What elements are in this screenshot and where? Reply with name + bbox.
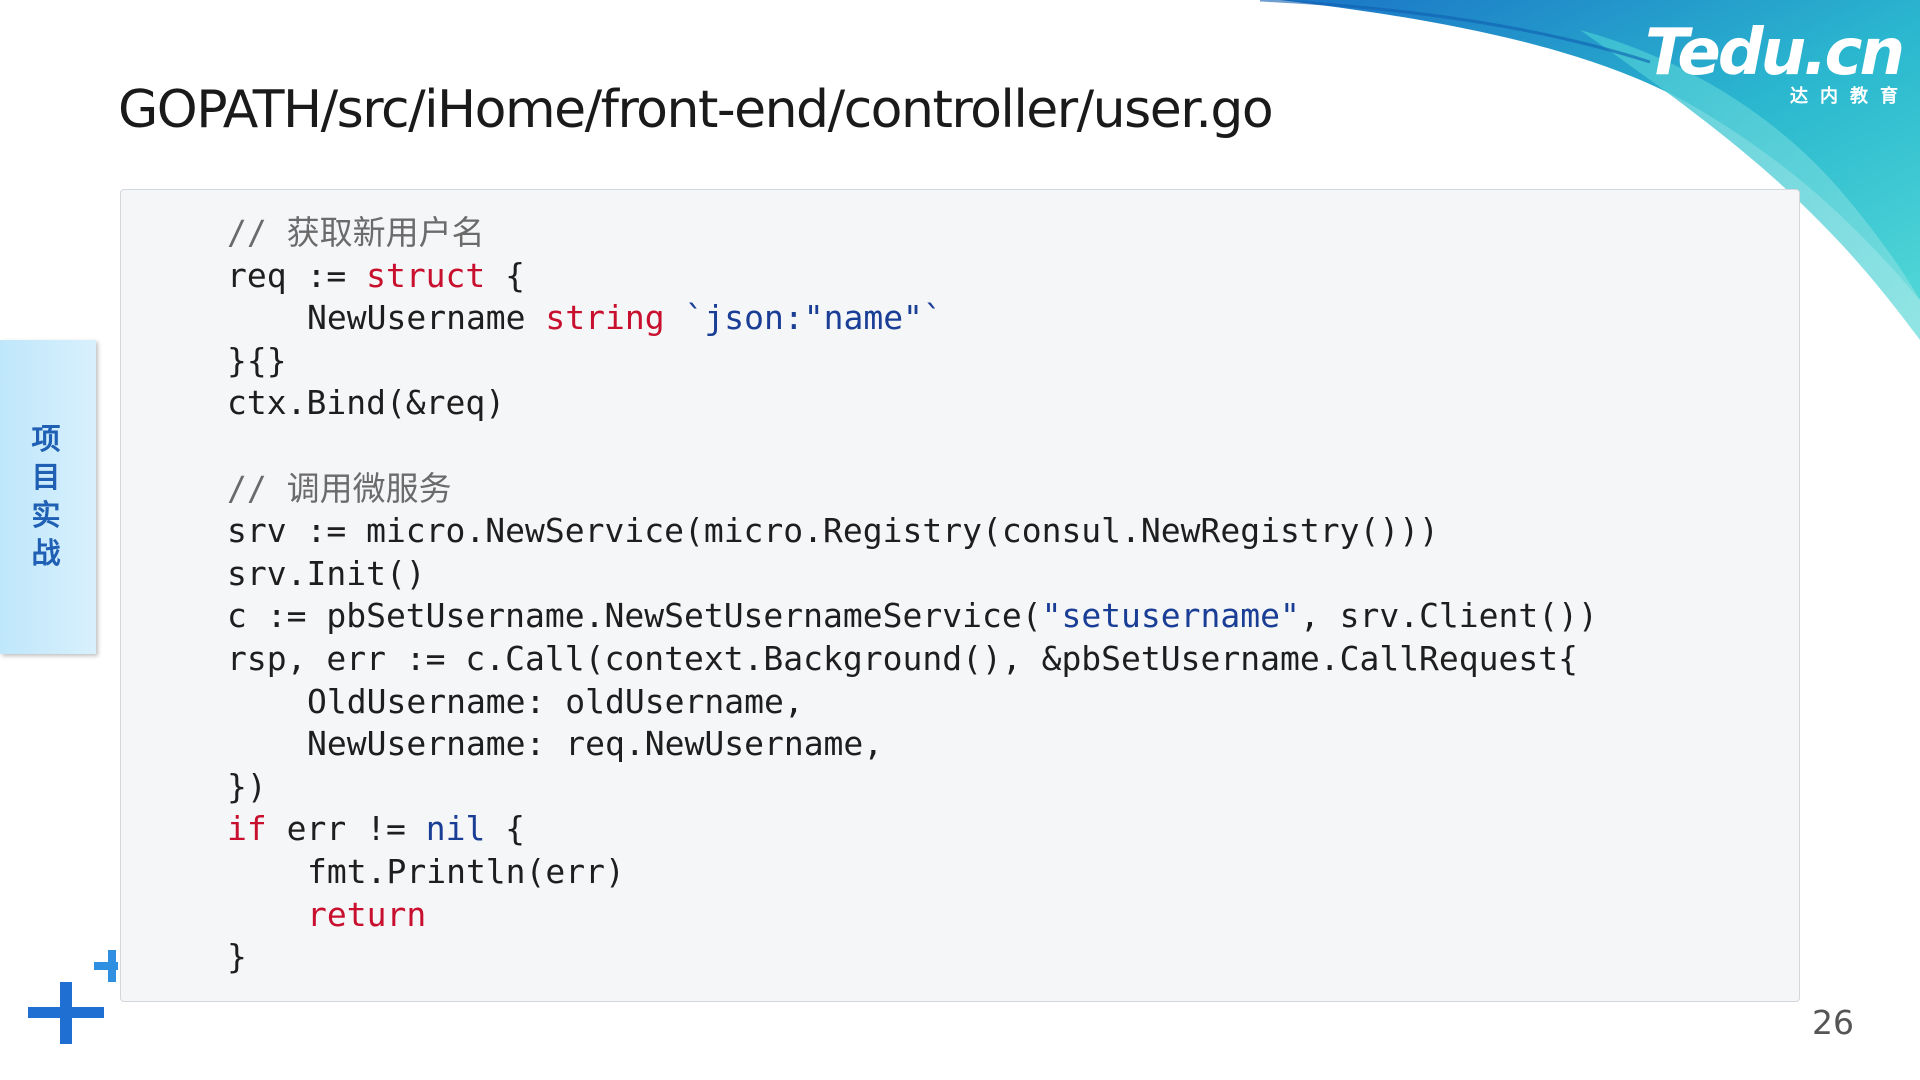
code-line: if err != nil {: [227, 808, 1598, 851]
tedu-logo: Tedu.cn 达内教育: [1632, 16, 1905, 110]
code-token-plain: err !=: [266, 809, 426, 849]
code-token-plain: rsp, err := c.Call(context.Background(),…: [227, 638, 1579, 678]
code-token-plain: }{}: [227, 340, 287, 380]
logo-wordmark: Tedu.cn: [1645, 16, 1905, 90]
code-line: }{}: [227, 340, 1598, 383]
code-line: req := struct {: [227, 255, 1598, 298]
code-line: srv := micro.NewService(micro.Registry(c…: [227, 510, 1598, 553]
code-token-plain: }): [227, 766, 267, 806]
code-token-string: `json:"name"`: [684, 298, 943, 338]
section-side-tab: 项目实战: [0, 340, 96, 654]
code-token-string: "setusername": [1041, 596, 1300, 636]
code-line: OldUsername: oldUsername,: [227, 681, 1598, 724]
logo-subtitle: 达内教育: [1790, 86, 1910, 107]
page-number: 26: [1812, 1003, 1854, 1042]
code-token-plain: [665, 298, 685, 337]
code-token-plain: ctx.Bind(&req): [227, 383, 506, 423]
code-token-comment: // 获取新用户名: [227, 213, 485, 252]
code-token-keyword: struct: [366, 255, 486, 295]
code-token-keyword: if: [227, 809, 267, 849]
code-line: NewUsername string `json:"name"`: [227, 297, 1598, 340]
code-line: }: [227, 936, 1598, 979]
code-token-plain: OldUsername: oldUsername,: [307, 681, 804, 721]
code-token-plain: , srv.Client()): [1299, 596, 1598, 636]
side-tab-label: 项目实战: [31, 422, 61, 570]
plus-icon: [28, 982, 104, 1044]
code-token-plain: {: [485, 809, 526, 849]
code-line: }): [227, 766, 1598, 809]
code-line: ctx.Bind(&req): [227, 382, 1598, 425]
code-line: // 调用微服务: [227, 468, 1598, 511]
code-token-plain: fmt.Println(err): [307, 851, 625, 891]
code-token-plain: NewUsername: [307, 298, 546, 338]
code-token-plain: }: [227, 937, 247, 977]
code-token-keyword: return: [307, 894, 427, 934]
code-line: NewUsername: req.NewUsername,: [227, 723, 1598, 766]
code-line: rsp, err := c.Call(context.Background(),…: [227, 638, 1598, 681]
code-token-keyword: string: [545, 298, 665, 338]
code-token-string: nil: [425, 809, 486, 849]
code-token-comment: // 调用微服务: [227, 468, 452, 508]
header-swoosh-decoration: [1259, 0, 1920, 340]
code-token-plain: srv := micro.NewService(micro.Registry(c…: [227, 511, 1439, 551]
code-token-plain: NewUsername: req.NewUsername,: [307, 724, 884, 764]
code-line: c := pbSetUsername.NewSetUsernameService…: [227, 595, 1598, 638]
code-token-plain: c := pbSetUsername.NewSetUsernameService…: [227, 596, 1042, 636]
plus-icon: [94, 950, 118, 982]
code-token-plain: srv.Init(): [227, 553, 426, 593]
page-title: GOPATH/src/iHome/front-end/controller/us…: [118, 80, 1274, 140]
code-token-plain: req :=: [227, 255, 367, 295]
code-line: // 获取新用户名: [227, 212, 1598, 255]
code-line: fmt.Println(err): [227, 851, 1598, 894]
code-line: [227, 425, 1598, 468]
code-line: return: [227, 894, 1598, 937]
code-token-plain: {: [485, 255, 526, 295]
code-line: srv.Init(): [227, 553, 1598, 596]
